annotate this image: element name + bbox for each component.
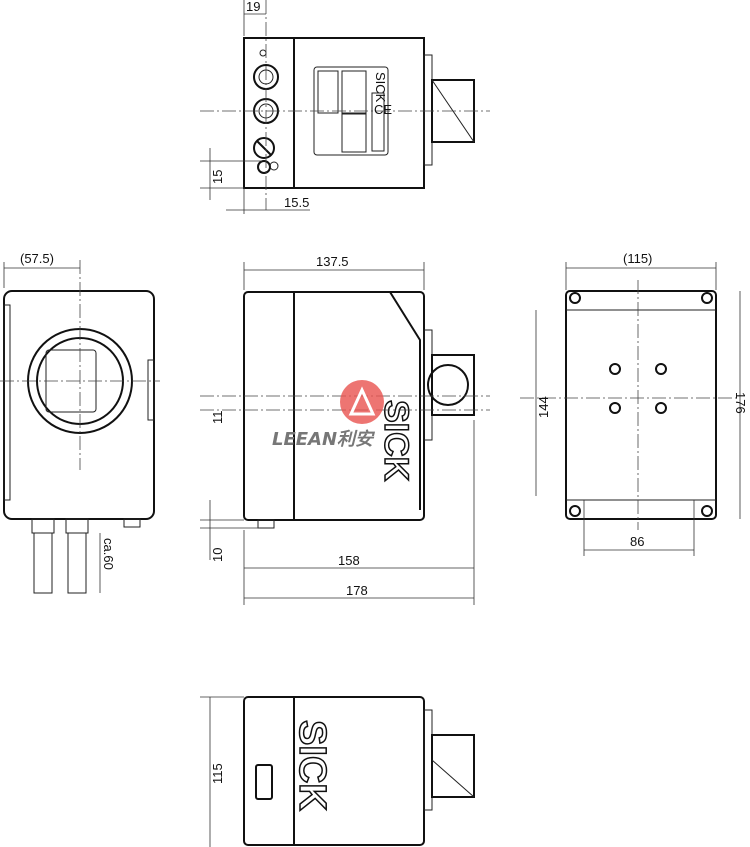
- dim-ca60: ca.60: [101, 538, 116, 570]
- dim-115-back: (115): [623, 251, 652, 266]
- ce-mark: CE: [374, 102, 392, 117]
- dim-115-bottom: 115: [210, 763, 225, 784]
- side-view: SICK 137.5 11 10 158 178: [200, 254, 490, 605]
- dim-176: 176: [733, 392, 748, 414]
- bottom-view: SICK 115: [200, 696, 475, 847]
- sick-logo-bottom: SICK: [291, 720, 333, 811]
- dim-178: 178: [346, 583, 368, 598]
- watermark-logo: LEEAN利安: [272, 380, 384, 450]
- dim-10: 10: [210, 548, 225, 562]
- top-view: SICK CE 19 15 15.5: [200, 0, 490, 214]
- back-view: (115) 144 176 86: [520, 251, 748, 556]
- sick-logo-side: SICK: [377, 400, 415, 482]
- dim-15: 15: [210, 170, 225, 184]
- dim-144: 144: [536, 396, 551, 418]
- dim-137-5: 137.5: [316, 254, 349, 269]
- dim-11: 11: [210, 411, 225, 425]
- dim-158: 158: [338, 553, 360, 568]
- dim-19: 19: [246, 0, 260, 14]
- sick-logo-small: SICK: [373, 72, 388, 103]
- dim-57-5: (57.5): [20, 251, 54, 266]
- dim-86: 86: [630, 534, 644, 549]
- dim-15-5: 15.5: [284, 195, 309, 210]
- front-view: (57.5) ca.60: [0, 251, 160, 594]
- watermark-text: LEEAN利安: [272, 429, 376, 450]
